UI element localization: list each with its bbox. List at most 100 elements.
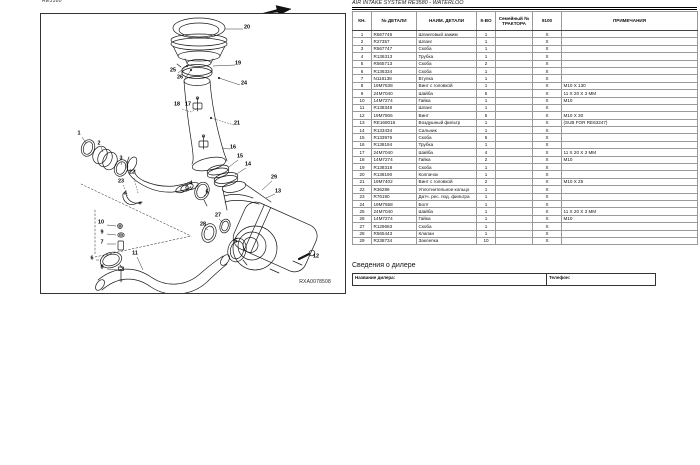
cell-9100: X [532,126,562,135]
cell-note [561,199,698,209]
cell-family [495,37,533,46]
cell-note [561,236,698,246]
cell-family [495,118,533,128]
cell-kn: 7 [352,74,372,83]
cell-part-name: Болт [416,199,477,209]
cell-kn: 15 [352,133,372,142]
cell-note [561,192,698,202]
cell-qty: 5 [476,89,496,98]
cell-part-name: Гайка [416,155,477,165]
cell-9100: X [532,140,562,150]
cell-family [495,89,533,98]
cell-family [495,59,533,68]
cell-family [495,207,533,216]
cell-part-name: Трубка [416,52,477,61]
callout-label: 3 [119,155,123,162]
col-header-family: Семейный № ТРАКТОРА [495,11,533,31]
cell-part-number: 24M7040 [371,89,417,98]
callout-label: 10 [98,219,104,226]
cell-9100: X [532,103,562,113]
cell-kn: 6 [352,66,372,76]
cell-9100: X [532,214,562,224]
cell-note: 11 X 20 X 3 MM [561,207,698,216]
callout-label: 11 [132,250,138,257]
cell-kn: 14 [352,126,372,135]
callout-label: 13 [275,188,281,195]
cell-9100: X [532,155,562,165]
cell-family [495,96,533,105]
cell-qty: 1 [476,96,496,105]
cell-9100: X [532,118,562,128]
cell-note: 11 X 20 X 3 MM [561,89,698,98]
cell-kn: 2 [352,37,372,46]
cell-part-name: Шланг [416,37,477,46]
cell-kn: 19 [352,163,372,172]
cell-9100: X [532,133,562,142]
cell-kn: 29 [352,236,372,246]
cell-9100: X [532,66,562,76]
cell-9100: X [532,52,562,61]
callout-label: 5 [234,238,238,245]
cell-part-name: Винт [416,111,477,120]
cell-family [495,177,533,187]
cell-part-name: Скоба [416,133,477,142]
cell-note [561,66,698,76]
cell-qty: 2 [476,177,496,187]
callout-label: 7 [100,239,104,246]
cell-9100: X [532,170,562,179]
cell-part-name: Шайба [416,207,477,216]
cell-kn: 1 [352,29,372,39]
cell-part-name: Сальник [416,126,477,135]
cell-part-name: Колпачок [416,170,477,179]
cell-part-number: R567746 [371,29,417,39]
cell-kn: 10 [352,96,372,105]
col-header-part-number: № ДЕТАЛИ [371,11,417,31]
title-rule-bottom [352,9,697,10]
cell-part-name: Втулка [416,74,477,83]
cell-note [561,185,698,194]
callout-label: 21 [234,120,240,127]
callout-label: 9 [100,229,104,236]
col-header-kn: КН. [352,11,372,31]
cell-qty: 1 [476,81,496,91]
cell-note: (SUB FOR RE63247) [561,118,698,128]
cell-kn: 24 [352,199,372,209]
cell-part-number: 24M7040 [371,148,417,157]
cell-note [561,37,698,46]
callout-label: 8 [100,264,104,271]
cell-part-name: Шайба [416,148,477,157]
callout-label: 19 [235,60,241,67]
cell-part-number: R565443 [371,229,417,238]
cell-family [495,148,533,157]
cell-qty: 2 [476,155,496,165]
cell-qty: 1 [476,140,496,150]
cell-note [561,74,698,83]
cell-qty: 1 [476,207,496,216]
cell-family [495,103,533,113]
cell-9100: X [532,222,562,231]
callout-label: 2 [97,140,101,147]
cell-family [495,29,533,39]
cell-note [561,222,698,231]
cell-part-name: Шланг [416,103,477,113]
cell-part-name: Винт с головкой [416,81,477,91]
callout-label: 22 [129,169,135,176]
cell-qty: 1 [476,52,496,61]
